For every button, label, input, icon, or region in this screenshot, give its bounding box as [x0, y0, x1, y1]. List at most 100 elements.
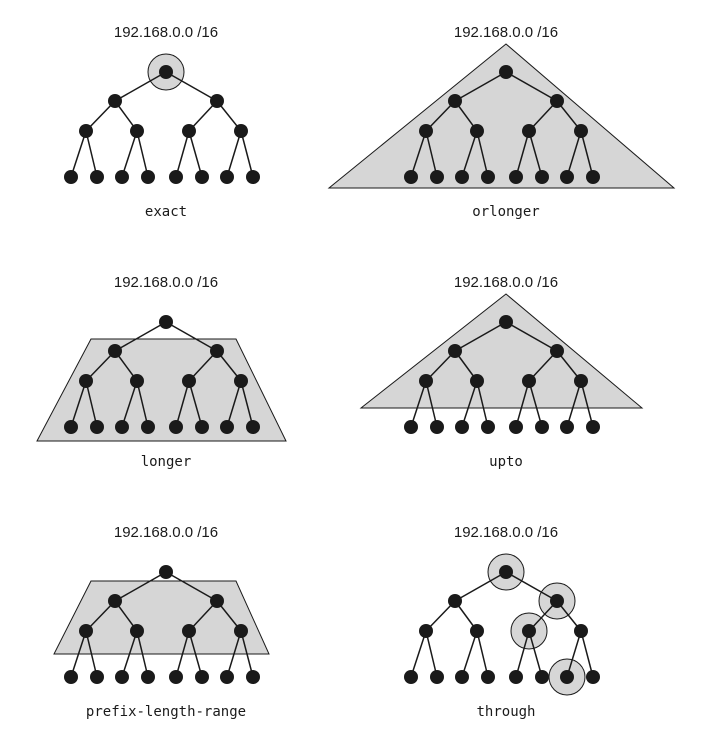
tree-node-level2-left-right — [470, 124, 484, 138]
tree-node-level2-right-right — [234, 124, 248, 138]
tree-node-level1-left — [448, 594, 462, 608]
match-type-label: upto — [489, 454, 523, 470]
tree-node-leaf-7 — [586, 420, 600, 434]
tree-edge — [528, 380, 543, 428]
tree-node-level2-right-right — [234, 374, 248, 388]
tree-node-level1-left — [448, 344, 462, 358]
tree-edge — [226, 380, 242, 428]
tree-edge — [505, 571, 558, 602]
tree-edge — [425, 630, 438, 678]
tree-edge — [425, 130, 438, 178]
tree-node-root — [499, 65, 513, 79]
tree-edge — [70, 380, 87, 428]
tree-node-leaf-3 — [141, 420, 155, 434]
tree-edge — [175, 130, 190, 178]
tree-edge — [425, 380, 438, 428]
tree-edge — [165, 71, 218, 102]
tree-node-level1-left — [448, 94, 462, 108]
tree-node-level1-right — [550, 344, 564, 358]
tree-edge — [566, 380, 582, 428]
tree-node-level2-left-left — [79, 124, 93, 138]
tree-node-level2-left-left — [79, 374, 93, 388]
tree-edge — [476, 380, 489, 428]
tree-node-leaf-4 — [509, 420, 523, 434]
tree-node-level1-right — [550, 594, 564, 608]
tree-edge — [114, 571, 167, 602]
tree-edge — [240, 630, 254, 678]
tree-edge — [70, 630, 87, 678]
tree-edge — [70, 130, 87, 178]
tree-node-level1-right — [210, 94, 224, 108]
tree-edge — [580, 380, 594, 428]
tree-edge — [410, 630, 427, 678]
tree-node-leaf-7 — [246, 420, 260, 434]
tree-node-leaf-1 — [90, 670, 104, 684]
prefix-label: 192.168.0.0 /16 — [114, 24, 218, 41]
match-region — [36, 338, 287, 442]
tree-node-level2-right-left — [522, 374, 536, 388]
prefix-label: 192.168.0.0 /16 — [454, 274, 558, 291]
tree-node-leaf-4 — [169, 170, 183, 184]
tree-edge — [121, 130, 138, 178]
tree-node-root — [159, 315, 173, 329]
tree-edge — [476, 130, 489, 178]
tree-edge — [476, 630, 489, 678]
tree-node-level2-right-right — [574, 374, 588, 388]
tree-node-level2-left-left — [79, 624, 93, 638]
tree-node-leaf-5 — [195, 670, 209, 684]
tree-edge — [528, 630, 543, 678]
tree-node-level2-left-left — [419, 374, 433, 388]
tree-node-leaf-4 — [169, 420, 183, 434]
match-type-label: exact — [145, 204, 187, 220]
tree-node-leaf-1 — [430, 670, 444, 684]
tree-edge — [85, 380, 98, 428]
tree-edge — [114, 71, 167, 102]
tree-node-leaf-2 — [115, 420, 129, 434]
tree-edge — [85, 130, 98, 178]
tree-node-leaf-3 — [141, 670, 155, 684]
tree-node-leaf-2 — [455, 670, 469, 684]
tree-node-leaf-0 — [64, 670, 78, 684]
tree-node-leaf-3 — [141, 170, 155, 184]
tree-edge — [461, 130, 478, 178]
tree-edge — [226, 630, 242, 678]
tree-node-root — [499, 315, 513, 329]
tree-node-level2-left-right — [130, 624, 144, 638]
tree-edge — [165, 321, 218, 352]
tree-edge — [136, 130, 149, 178]
tree-node-level1-right — [210, 344, 224, 358]
tree-edge — [566, 630, 582, 678]
tree-node-leaf-2 — [455, 420, 469, 434]
tree-node-leaf-6 — [560, 420, 574, 434]
prefix-label: 192.168.0.0 /16 — [454, 24, 558, 41]
tree-edge — [165, 571, 218, 602]
tree-edge — [566, 130, 582, 178]
tree-edge — [121, 630, 138, 678]
tree-node-leaf-0 — [64, 420, 78, 434]
tree-node-leaf-7 — [246, 170, 260, 184]
tree-edge — [188, 380, 203, 428]
tree-node-leaf-2 — [115, 670, 129, 684]
tree-edge — [505, 321, 558, 352]
tree-node-leaf-5 — [535, 670, 549, 684]
tree-node-leaf-0 — [404, 420, 418, 434]
tree-node-level2-left-right — [130, 124, 144, 138]
tree-node-leaf-6 — [560, 170, 574, 184]
tree-node-level2-left-left — [419, 624, 433, 638]
tree-edge — [515, 380, 530, 428]
tree-node-level2-right-right — [234, 624, 248, 638]
tree-node-leaf-3 — [481, 670, 495, 684]
match-type-label: longer — [141, 454, 192, 470]
tree-node-leaf-4 — [169, 670, 183, 684]
tree-node-root — [159, 65, 173, 79]
tree-node-leaf-0 — [404, 670, 418, 684]
tree-edge — [454, 321, 507, 352]
tree-node-leaf-0 — [64, 170, 78, 184]
tree-node-root — [159, 565, 173, 579]
tree-node-leaf-1 — [90, 170, 104, 184]
tree-edge — [580, 130, 594, 178]
